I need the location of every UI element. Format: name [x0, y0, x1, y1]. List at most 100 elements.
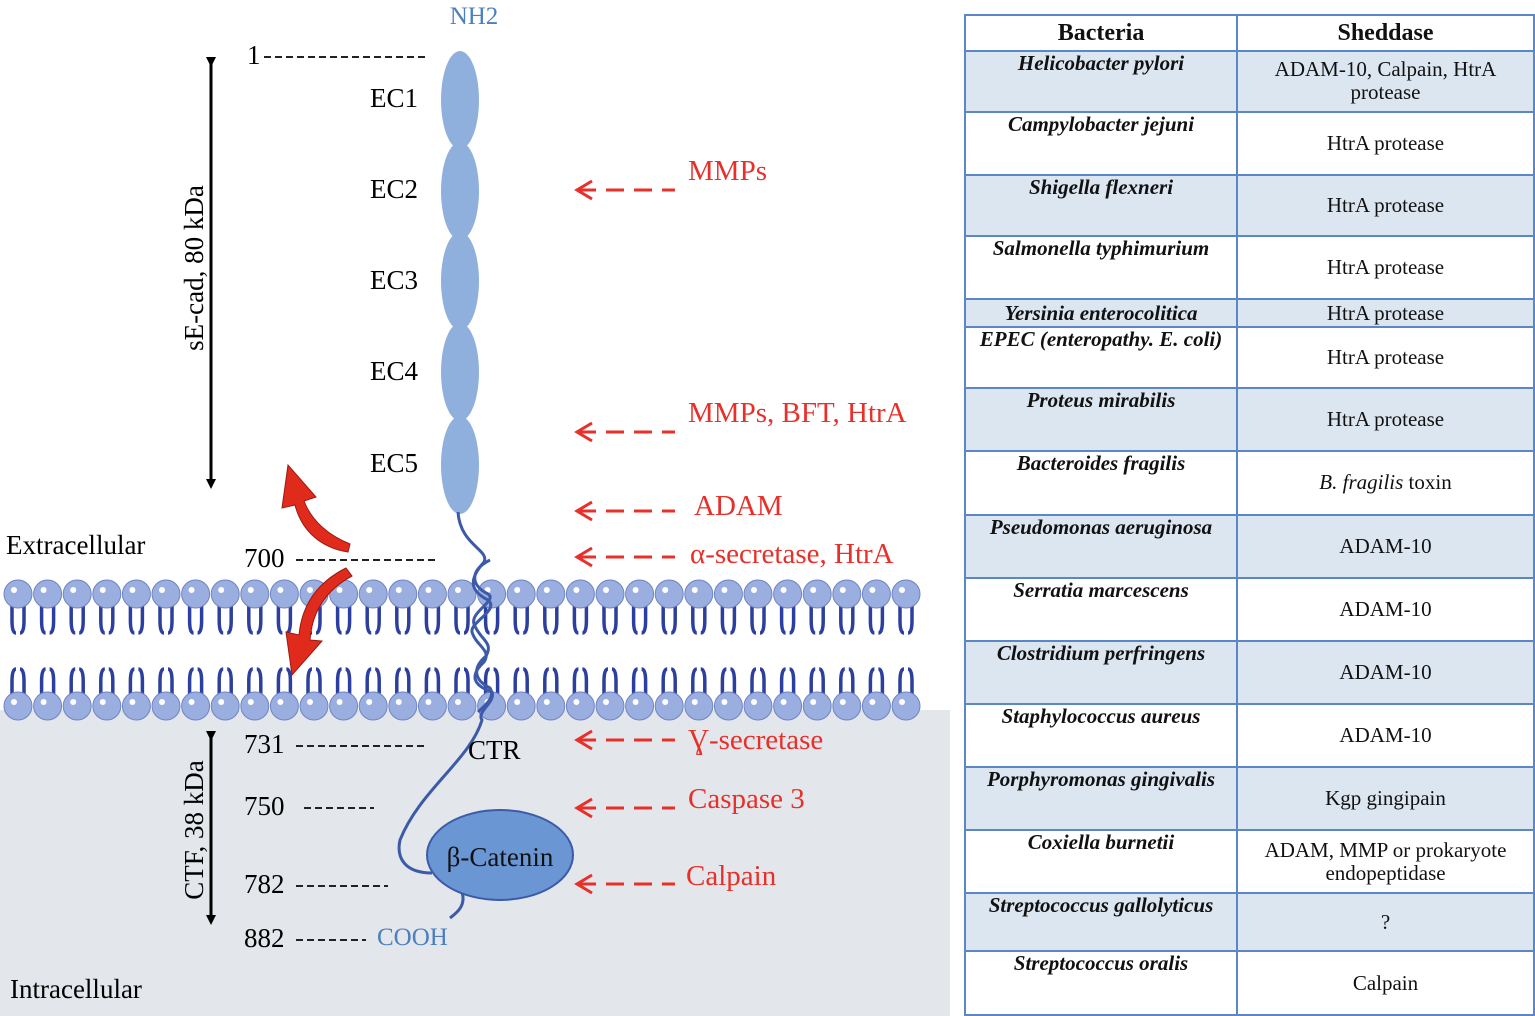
lipid-tail: [779, 602, 796, 700]
nh2-label: NH2: [450, 3, 499, 30]
lipid-highlight: [395, 587, 402, 593]
lipid-highlight: [573, 699, 580, 705]
ec5-domain: [441, 416, 479, 514]
ec5-label: EC5: [370, 448, 418, 478]
lipid-head: [654, 579, 684, 609]
lipid-highlight: [11, 699, 17, 705]
cleavage-caspase-3: Caspase 3: [688, 783, 805, 815]
ec4-label: EC4: [370, 356, 419, 386]
lipid-head: [654, 691, 684, 721]
lipid-tail: [543, 602, 559, 700]
lipid-tail: [631, 602, 648, 700]
sheddase-cell: HtrA protease: [1236, 326, 1535, 390]
helix-strand: [472, 558, 493, 714]
lipid-head: [329, 691, 359, 721]
lipid-head: [832, 691, 862, 721]
lipid-highlight: [247, 699, 254, 705]
lipid-head: [891, 691, 921, 721]
lipid-highlight: [573, 587, 580, 593]
lipid-head: [447, 579, 477, 609]
ec1-label: EC1: [370, 83, 418, 113]
lipid-head: [773, 691, 803, 721]
lipid-highlight: [839, 587, 846, 593]
pos-731: 731: [244, 729, 285, 759]
lipid-head: [565, 691, 595, 721]
lipid-highlight: [721, 699, 728, 705]
beta-catenin-blob: [426, 809, 574, 901]
lipid-head: [269, 579, 299, 609]
lipid-head: [3, 579, 33, 609]
lipid-head: [151, 579, 181, 609]
bacteria-cell: Coxiella burnetii: [964, 828, 1238, 895]
ctr-label: CTR: [468, 735, 521, 765]
sheddase-cell: ADAM-10: [1236, 576, 1535, 643]
bacteria-cell: Pseudomonas aeruginosa: [964, 513, 1238, 579]
lipid-highlight: [869, 699, 876, 705]
lipid-highlight: [632, 699, 639, 705]
lipid-head: [536, 691, 566, 721]
lipid-head: [536, 579, 566, 609]
lipid-highlight: [218, 699, 225, 705]
lipid-tail: [513, 602, 529, 700]
lipid-tail: [898, 602, 914, 700]
lipid-head: [299, 691, 329, 721]
lipid-head: [358, 579, 388, 609]
lipid-head: [210, 691, 240, 721]
bacteria-cell: Serratia marcescens: [964, 576, 1238, 643]
shedding-arrow-up: [281, 463, 351, 553]
lipid-highlight: [159, 699, 165, 705]
lipid-highlight: [99, 587, 106, 593]
sheddase-cell: HtrA protease: [1236, 235, 1535, 301]
table-row: Streptococcus gallolyticus?: [964, 892, 1535, 953]
lipid-tail: [809, 602, 825, 700]
lipid-head: [802, 579, 832, 609]
lipid-highlight: [188, 699, 195, 705]
sheddase-italic: B. fragilis: [1319, 470, 1404, 495]
ctf-label: CTF, 38 kDa: [179, 760, 209, 900]
sheddase-cell: ADAM, MMP or prokaryote endopeptidase: [1236, 828, 1535, 895]
ec2-domain: [441, 142, 479, 240]
lipid-head: [358, 691, 388, 721]
lipid-highlight: [455, 587, 461, 593]
lipid-head: [269, 691, 299, 721]
lipid-tail: [424, 602, 441, 700]
lipid-highlight: [691, 699, 698, 705]
lipid-highlight: [780, 587, 787, 593]
lipid-highlight: [159, 587, 165, 593]
sheddase-cell: ADAM-10: [1236, 513, 1535, 579]
lipid-head: [181, 691, 211, 721]
lipid-tail: [39, 602, 56, 700]
intracellular-label: Intracellular: [10, 974, 142, 1004]
lipid-tail: [335, 602, 352, 700]
cleavage-alpha-secretase: α-secretase, HtrA: [690, 538, 894, 570]
extracellular-label: Extracellular: [6, 530, 145, 560]
lipid-highlight: [395, 699, 402, 705]
lipid-head: [33, 691, 63, 721]
lipid-tail: [187, 602, 204, 700]
lipid-tail: [839, 602, 855, 700]
lipid-tail: [99, 602, 115, 700]
ec1-domain: [441, 51, 479, 149]
lipid-tail: [10, 602, 26, 700]
lipid-tail: [454, 602, 470, 700]
pos-782: 782: [244, 869, 285, 899]
lipid-highlight: [425, 587, 432, 593]
sheddase-cell: Calpain: [1236, 950, 1535, 1016]
bacteria-cell: Streptococcus oralis: [964, 950, 1238, 1016]
lipid-head: [388, 579, 418, 609]
lipid-tail: [691, 602, 707, 700]
lipid-highlight: [603, 699, 609, 705]
ec4-domain: [441, 323, 479, 421]
lipid-highlight: [277, 699, 284, 705]
lipid-head: [417, 579, 447, 609]
